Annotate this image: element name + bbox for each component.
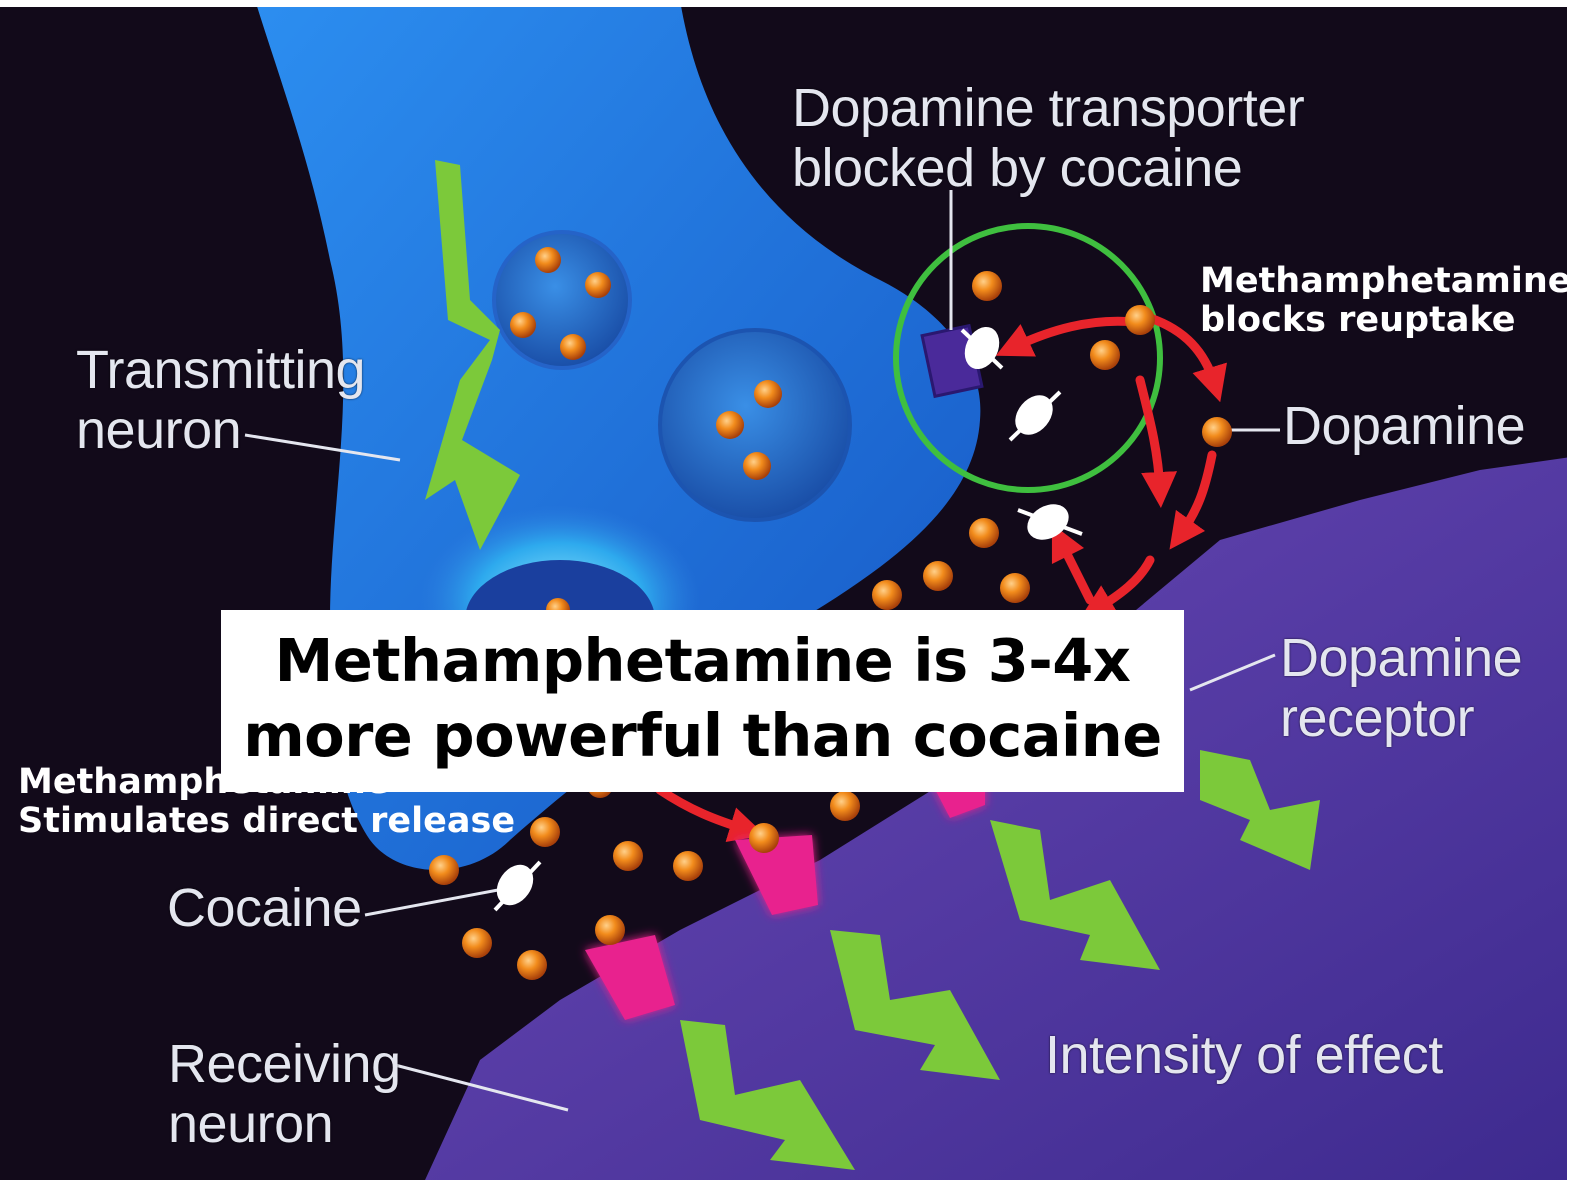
signal-arrow-icon [425, 160, 520, 550]
dopamine-receptor-label: Dopamine receptor [1280, 628, 1523, 749]
signal-arrows-receiving [680, 750, 1320, 1170]
receiving-neuron-label: Receiving neuron [168, 1034, 401, 1155]
transporter-label: Dopamine transporter blocked by cocaine [792, 78, 1305, 199]
dopamine-molecule-icon [429, 247, 1232, 980]
banner-line-2: more powerful than cocaine [243, 700, 1162, 770]
blocks-reuptake-label: Methamphetamine blocks reuptake [1200, 261, 1572, 341]
transporter-highlight-ring [893, 223, 1163, 493]
banner-line-1: Methamphetamine is 3-4x [274, 626, 1131, 695]
vesicle [658, 328, 852, 522]
comparison-banner: Methamphetamine is 3-4x more powerful th… [221, 610, 1184, 792]
cocaine-molecule-icon [493, 326, 1083, 912]
transmitting-neuron-label: Transmitting neuron [76, 340, 366, 461]
dopamine-label: Dopamine [1283, 396, 1526, 456]
reuptake-arrow-icon [655, 313, 1227, 843]
intensity-label: Intensity of effect [1045, 1025, 1443, 1085]
cocaine-label: Cocaine [167, 878, 362, 938]
